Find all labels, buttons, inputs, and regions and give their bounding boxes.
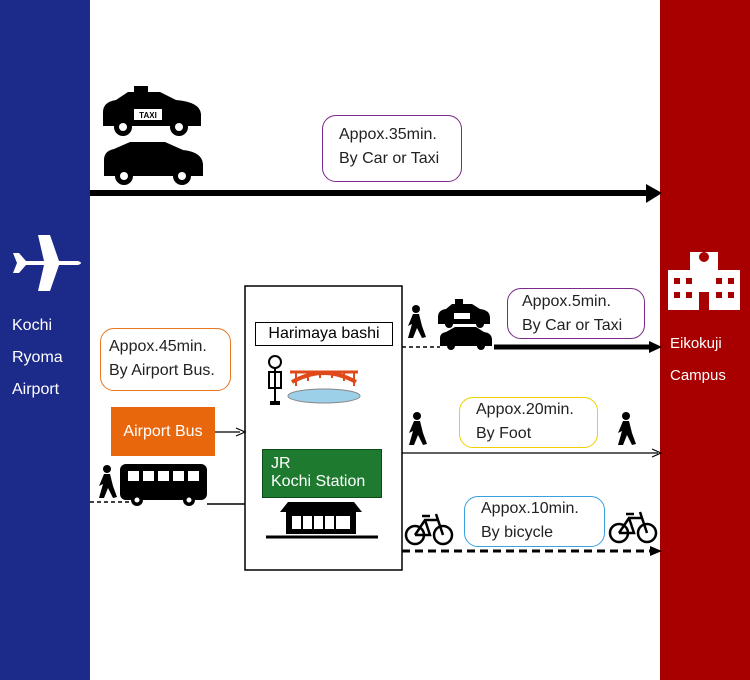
foot-mode: By Foot [476,425,532,442]
bicycle-icon [404,513,454,546]
car-icon [440,327,492,350]
bicycle-arrow [650,546,662,556]
car-direct-mode: By Car or Taxi [339,150,440,167]
harimaya-stop-label: Harimaya bashi [268,325,380,342]
destination-label: Eikokuji Campus [670,328,726,392]
bus-to-hub-arrow [235,427,247,437]
taxi-icon [103,86,201,136]
destination-line2: Campus [670,367,726,384]
foot-bubble: Appox.20min. By Foot [459,397,598,448]
origin-line3: Airport [12,381,60,398]
foot-time: Appox.20min. [476,401,574,418]
direct-car-arrow [646,184,662,203]
harimaya-stop-box: Harimaya bashi [255,322,393,346]
taxi-sign-text: TAXI [139,111,157,120]
car-direct-bubble: Appox.35min. By Car or Taxi [322,115,462,182]
campus-building-icon [668,252,740,310]
pedestrian-icon [408,305,426,338]
car-short-time: Appox.5min. [522,293,611,310]
origin-label: Kochi Ryoma Airport [12,310,63,406]
pedestrian-icon [618,412,636,445]
pedestrian-icon [99,465,117,498]
bicycle-mode: By bicycle [481,524,554,541]
jr-station-box: JR Kochi Station [262,449,382,498]
jr-station-line1: JR [271,455,291,472]
bridge-icon [287,370,361,404]
car-icon [104,142,203,185]
bicycle-bubble: Appox.10min. By bicycle [464,496,605,547]
car-short-mode: By Car or Taxi [522,317,623,334]
car-direct-time: Appox.35min. [339,126,437,143]
car-short-bubble: Appox.5min. By Car or Taxi [507,288,645,339]
short-car-arrow [649,341,662,353]
airport-bus-label-box: Airport Bus [111,407,215,456]
station-icon [266,502,378,539]
pedestrian-icon [409,412,427,445]
origin-panel [0,0,90,680]
destination-line1: Eikokuji [670,335,722,352]
origin-line2: Ryoma [12,349,63,366]
airport-bus-bubble: Appox.45min. By Airport Bus. [100,328,231,391]
origin-line1: Kochi [12,317,53,334]
destination-panel [660,0,750,680]
taxi-icon [438,299,490,328]
bicycle-icon [608,511,658,544]
bus-stop-icon [268,355,282,405]
jr-station-line2: Kochi Station [271,473,366,490]
airport-bus-label: Airport Bus [123,422,203,440]
bicycle-time: Appox.10min. [481,500,579,517]
bus-icon [120,464,207,506]
airplane-icon [13,235,81,291]
airport-bus-mode: By Airport Bus. [109,362,215,379]
airport-bus-time: Appox.45min. [109,338,207,355]
